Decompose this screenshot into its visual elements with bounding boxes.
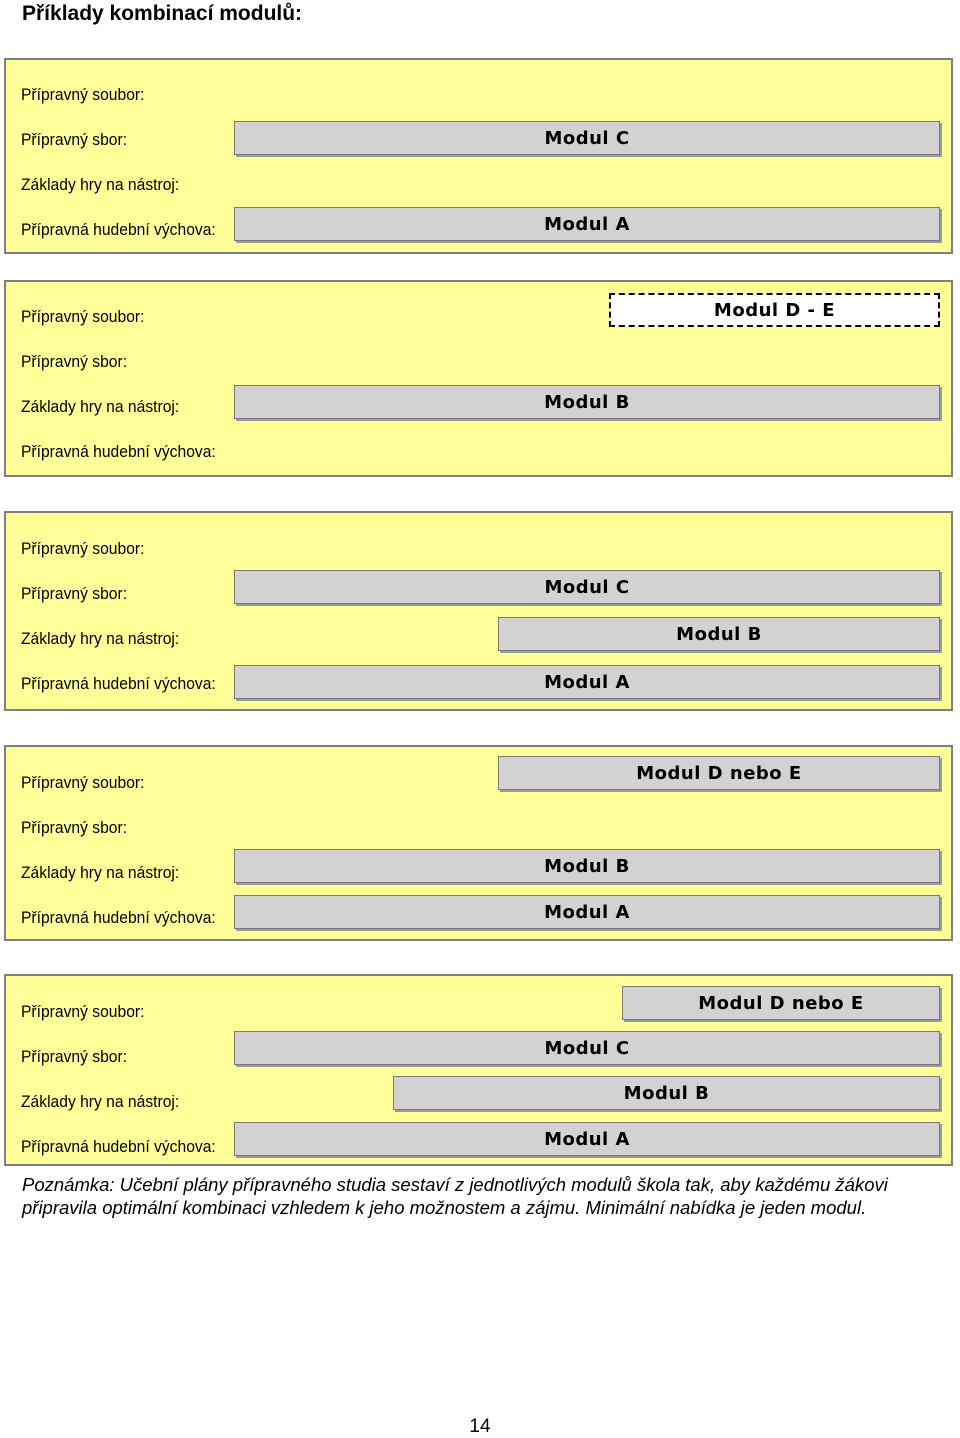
- combination-panel-4: Přípravný soubor: Přípravný sbor: Základ…: [4, 745, 953, 941]
- module-b-bar: Modul B: [498, 617, 940, 651]
- label-pripravny-sbor: Přípravný sbor:: [21, 1047, 128, 1066]
- label-zaklady-hry: Základy hry na nástroj:: [21, 629, 180, 648]
- page-number: 14: [469, 1416, 491, 1437]
- combination-panel-1: Přípravný soubor: Přípravný sbor: Základ…: [4, 58, 953, 254]
- label-zaklady-hry: Základy hry na nástroj:: [21, 1092, 180, 1111]
- label-pripravna-hudebni-vychova: Přípravná hudební výchova:: [21, 1137, 216, 1156]
- combination-panel-2: Přípravný soubor: Přípravný sbor: Základ…: [4, 280, 953, 477]
- module-a-bar: Modul A: [234, 207, 940, 241]
- module-d-nebo-e-bar: Modul D nebo E: [498, 756, 940, 790]
- label-pripravny-sbor: Přípravný sbor:: [21, 352, 128, 371]
- module-c-bar: Modul C: [234, 121, 940, 155]
- label-pripravny-sbor: Přípravný sbor:: [21, 130, 128, 149]
- label-pripravny-sbor: Přípravný sbor:: [21, 818, 128, 837]
- label-pripravny-sbor: Přípravný sbor:: [21, 584, 128, 603]
- label-pripravna-hudebni-vychova: Přípravná hudební výchova:: [21, 674, 216, 693]
- label-pripravna-hudebni-vychova: Přípravná hudební výchova:: [21, 220, 216, 239]
- label-pripravna-hudebni-vychova: Přípravná hudební výchova:: [21, 442, 216, 461]
- module-a-bar: Modul A: [234, 665, 940, 699]
- combination-panel-5: Přípravný soubor: Přípravný sbor: Základ…: [4, 974, 953, 1166]
- page-heading: Příklady kombinací modulů:: [22, 2, 303, 25]
- combination-panel-3: Přípravný soubor: Přípravný sbor: Základ…: [4, 511, 953, 711]
- module-a-bar: Modul A: [234, 1122, 940, 1156]
- label-pripravna-hudebni-vychova: Přípravná hudební výchova:: [21, 908, 216, 927]
- module-c-bar: Modul C: [234, 570, 940, 604]
- module-d-e-optional-bar: Modul D - E: [609, 293, 940, 327]
- label-pripravny-soubor: Přípravný soubor:: [21, 1002, 145, 1021]
- footnote: Poznámka: Učební plány přípravného studi…: [22, 1174, 888, 1218]
- label-pripravny-soubor: Přípravný soubor:: [21, 307, 145, 326]
- module-d-nebo-e-bar: Modul D nebo E: [622, 986, 940, 1020]
- module-b-bar: Modul B: [234, 385, 940, 419]
- module-c-bar: Modul C: [234, 1031, 940, 1065]
- module-a-bar: Modul A: [234, 895, 940, 929]
- label-zaklady-hry: Základy hry na nástroj:: [21, 397, 180, 416]
- label-zaklady-hry: Základy hry na nástroj:: [21, 863, 180, 882]
- label-pripravny-soubor: Přípravný soubor:: [21, 85, 145, 104]
- module-b-bar: Modul B: [393, 1076, 940, 1110]
- module-b-bar: Modul B: [234, 849, 940, 883]
- label-zaklady-hry: Základy hry na nástroj:: [21, 175, 180, 194]
- label-pripravny-soubor: Přípravný soubor:: [21, 539, 145, 558]
- label-pripravny-soubor: Přípravný soubor:: [21, 773, 145, 792]
